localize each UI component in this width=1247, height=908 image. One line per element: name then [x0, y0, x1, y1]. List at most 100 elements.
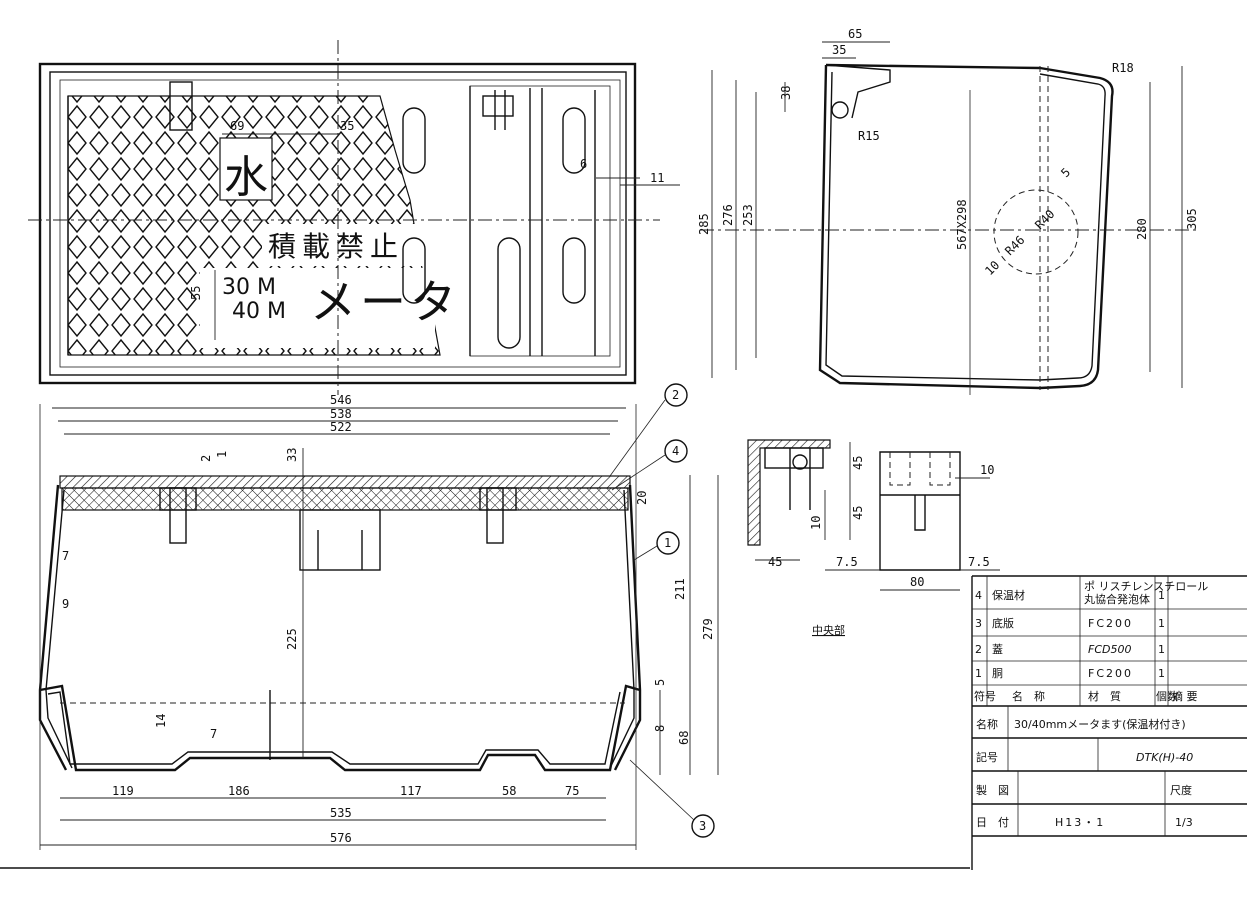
dim-576: 576 — [330, 831, 352, 845]
detail-dim-45-c: 45 — [768, 555, 782, 569]
row4-material-1: ポ リスチレンスチロール — [1084, 580, 1208, 593]
side-dim-280: 280 — [1135, 218, 1149, 240]
side-dim-285: 285 — [697, 213, 711, 235]
header-name: 名 称 — [1012, 689, 1045, 703]
detail-caption: 中央部 — [812, 623, 845, 637]
date-label: 日 付 — [976, 816, 1009, 829]
side-dim-35: 35 — [832, 43, 846, 57]
drafter-label: 製 図 — [976, 783, 1009, 797]
size-label-40: 40 M — [232, 299, 286, 324]
dim-14: 14 — [154, 714, 168, 728]
plan-dim-35: 35 — [340, 119, 354, 133]
dim-186: 186 — [228, 784, 250, 798]
side-dim-253: 253 — [741, 204, 755, 226]
row2-no: 2 — [975, 643, 982, 656]
dim-8: 8 — [653, 725, 667, 732]
dim-225: 225 — [285, 628, 299, 650]
row2-material: FCD500 — [1088, 643, 1131, 656]
dim-7-wall: 7 — [62, 549, 69, 563]
dim-1: 1 — [215, 451, 229, 458]
callout-2: 2 — [672, 388, 679, 402]
callout-1: 1 — [664, 536, 671, 550]
side-view — [700, 41, 1200, 395]
radius-r15: R15 — [858, 129, 880, 143]
header-material: 材 質 — [1088, 689, 1121, 703]
meter-label: メータ — [310, 275, 460, 329]
row3-no: 3 — [975, 617, 982, 630]
parts-table — [971, 575, 1247, 870]
row4-material-2: 丸協合発泡体 — [1084, 592, 1150, 606]
header-no: 符号 — [974, 690, 996, 703]
detail-view — [747, 439, 1000, 591]
dim-58: 58 — [502, 784, 516, 798]
dim-279: 279 — [701, 618, 715, 640]
date-value: H13・1 — [1055, 816, 1105, 829]
dim-538: 538 — [330, 407, 352, 421]
row4-qty: 1 — [1158, 589, 1165, 602]
dim-546: 546 — [330, 393, 352, 407]
radius-r40: R40 — [1032, 207, 1057, 232]
title-label: 名称 — [976, 717, 998, 731]
size-label-30: 30 M — [222, 275, 276, 300]
scale-label: 尺度 — [1170, 783, 1192, 797]
radius-r46: R46 — [1002, 233, 1027, 258]
water-symbol-box — [219, 137, 273, 201]
dim-7-bottom: 7 — [210, 727, 217, 741]
row1-material: FC200 — [1088, 667, 1133, 680]
dim-522: 522 — [330, 420, 352, 434]
row1-name: 胴 — [992, 667, 1003, 680]
detail-dim-80: 80 — [910, 575, 924, 589]
water-symbol: 水 — [224, 152, 268, 203]
callout-4: 4 — [672, 444, 679, 458]
dim-68: 68 — [677, 731, 691, 745]
load-warning-label: 積載禁止 — [268, 230, 404, 263]
dim-33: 33 — [285, 448, 299, 462]
header-qty: 個数 — [1156, 690, 1178, 703]
row2-qty: 1 — [1158, 643, 1165, 656]
side-dim-65: 65 — [848, 27, 862, 41]
dim-75: 75 — [565, 784, 579, 798]
row4-no: 4 — [975, 589, 982, 602]
radius-r18: R18 — [1112, 61, 1134, 75]
title-value: 30/40mmメータます(保温材付き) — [1014, 717, 1186, 731]
row4-name: 保温材 — [992, 588, 1025, 602]
side-dim-305: 305 — [1185, 208, 1199, 230]
dim-2: 2 — [199, 455, 213, 462]
detail-dim-7-5-a: 7.5 — [836, 555, 858, 569]
radius-10: 10 — [982, 258, 1002, 278]
row3-material: FC200 — [1088, 617, 1133, 630]
detail-dim-10-a: 10 — [809, 516, 823, 530]
dim-9-wall: 9 — [62, 597, 69, 611]
dim-117: 117 — [400, 784, 422, 798]
row1-qty: 1 — [1158, 667, 1165, 680]
plan-dim-6: 6 — [580, 157, 587, 171]
detail-dim-10-b: 10 — [980, 463, 994, 477]
callout-3: 3 — [699, 819, 706, 833]
plan-dim-11: 11 — [650, 171, 664, 185]
side-dim-276: 276 — [721, 204, 735, 226]
row3-qty: 1 — [1158, 617, 1165, 630]
row2-name: 蓋 — [992, 643, 1003, 656]
detail-dim-45-b: 45 — [851, 506, 865, 520]
detail-dim-7-5-b: 7.5 — [968, 555, 990, 569]
dim-119: 119 — [112, 784, 134, 798]
section-view — [38, 383, 719, 850]
opening-size: 567X298 — [955, 199, 969, 250]
plan-dim-69: 69 — [230, 119, 244, 133]
row1-no: 1 — [975, 667, 982, 680]
dim-211: 211 — [673, 578, 687, 600]
code-label: 記号 — [976, 750, 998, 764]
plan-dim-55: 55 — [189, 286, 203, 300]
radius-5: 5 — [1058, 165, 1073, 180]
header-note: 摘 要 — [1172, 689, 1198, 703]
row3-name: 底版 — [992, 616, 1014, 630]
scale-value: 1/3 — [1175, 816, 1193, 829]
plan-view — [28, 40, 680, 395]
dim-20: 20 — [635, 491, 649, 505]
code-value: DTK(H)-40 — [1136, 751, 1193, 764]
dim-5: 5 — [653, 679, 667, 686]
detail-dim-45-a: 45 — [851, 456, 865, 470]
side-dim-38: 38 — [779, 86, 793, 100]
dim-535: 535 — [330, 806, 352, 820]
